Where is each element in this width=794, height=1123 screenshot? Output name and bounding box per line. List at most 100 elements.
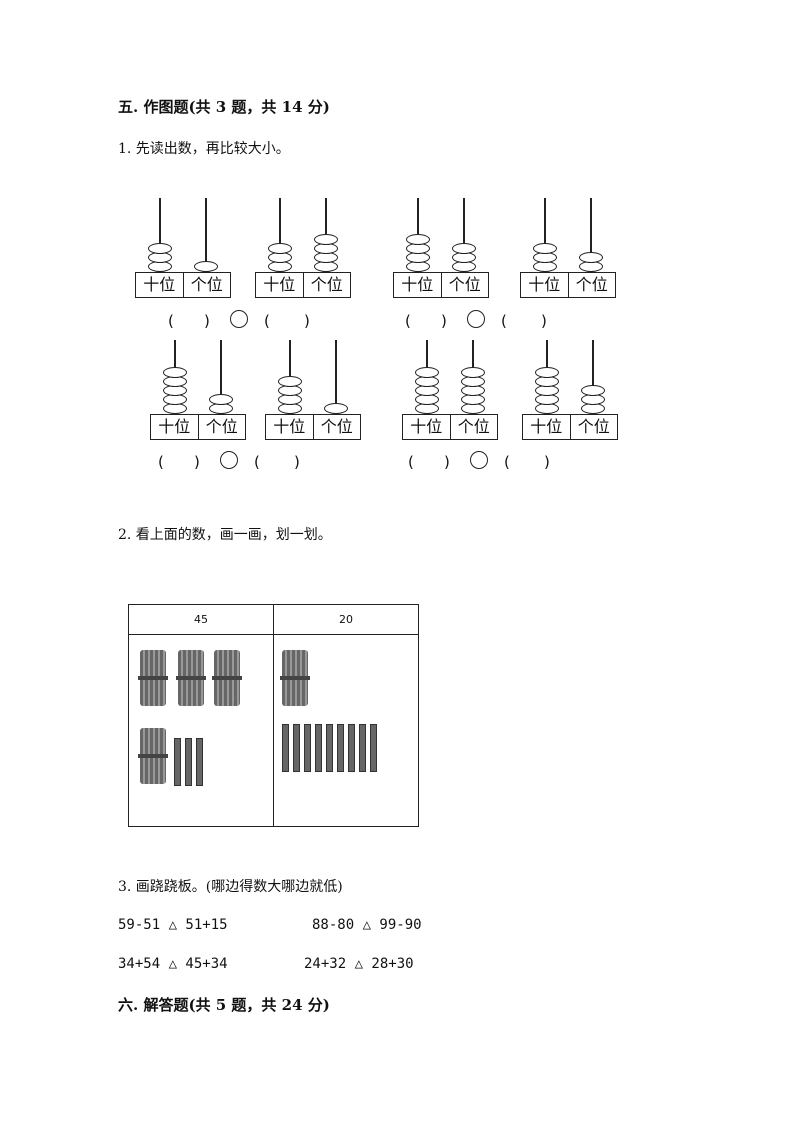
answer-blank-open: ( [405,312,411,330]
place-value-box: 十位个位 [402,414,498,440]
answer-blank-open: ( [408,453,414,471]
bundle-of-ten-icon [212,650,242,706]
bead-tens [268,243,292,254]
answer-blank-close: ) [294,453,300,471]
answer-blank-open: ( [168,312,174,330]
ones-label: 个位 [567,273,616,297]
col-20-header: 20 [273,604,419,635]
place-value-box: 十位个位 [150,414,246,440]
abacus: 十位个位 [522,340,618,440]
answer-blank-open: ( [504,453,510,471]
bundle-of-ten-icon [280,650,310,706]
abacus: 十位个位 [520,198,616,298]
rod-ones [220,340,222,414]
answer-blank-close: ) [204,312,210,330]
answer-blank-close: ) [194,453,200,471]
compare-circle[interactable] [467,310,485,328]
place-value-box: 十位个位 [522,414,618,440]
rod-tens [159,198,161,272]
question-1-prompt: 1. 先读出数，再比较大小。 [118,141,290,157]
tens-label: 十位 [263,275,296,294]
stick-icon [304,724,311,772]
tens-label: 十位 [401,275,434,294]
answer-blank-close: ) [441,312,447,330]
bead-ones [314,234,338,245]
tens-label: 十位 [530,417,563,436]
place-value-box: 十位个位 [393,272,489,298]
bead-tens [148,243,172,254]
tens-label: 十位 [273,417,306,436]
abacus: 十位个位 [255,198,351,298]
place-value-box: 十位个位 [265,414,361,440]
bead-tens [535,367,559,378]
ones-label: 个位 [440,273,489,297]
stick-icon [185,738,192,786]
bead-ones [579,252,603,263]
rod-tens [544,198,546,272]
stick-icon [174,738,181,786]
tens-label: 十位 [528,275,561,294]
stick-icon [326,724,333,772]
answer-blank-open: ( [501,312,507,330]
abacus: 十位个位 [135,198,231,298]
ones-label: 个位 [302,273,351,297]
answer-blank-close: ) [544,453,550,471]
compare-circle[interactable] [470,451,488,469]
stick-icon [370,724,377,772]
ones-label: 个位 [312,415,361,439]
stick-icon [282,724,289,772]
stick-icon [359,724,366,772]
tens-label: 十位 [410,417,443,436]
seesaw-item: 59-51 △ 51+15 [118,917,228,933]
bundle-of-ten-icon [138,728,168,784]
abacus: 十位个位 [393,198,489,298]
answer-blank-close: ) [444,453,450,471]
rod-ones [463,198,465,272]
bead-ones [194,261,218,272]
ones-label: 个位 [569,415,618,439]
section-5-title: 五. 作图题(共 3 题，共 14 分) [118,98,330,116]
stick-icon [315,724,322,772]
stick-icon [196,738,203,786]
ones-label: 个位 [182,273,231,297]
bead-tens [533,243,557,254]
bundle-of-ten-icon [176,650,206,706]
place-value-box: 十位个位 [255,272,351,298]
ones-label: 个位 [197,415,246,439]
bundle-of-ten-icon [138,650,168,706]
answer-blank-open: ( [158,453,164,471]
bead-ones [581,385,605,396]
bead-ones [209,394,233,405]
section-6-title: 六. 解答题(共 5 题，共 24 分) [118,996,330,1014]
rod-tens [279,198,281,272]
place-value-box: 十位个位 [520,272,616,298]
abacus: 十位个位 [150,340,246,440]
bead-tens [415,367,439,378]
bead-ones [452,243,476,254]
question-3-prompt: 3. 画跷跷板。(哪边得数大哪边就低) [118,879,343,895]
abacus: 十位个位 [265,340,361,440]
col-45-header: 45 [128,604,274,635]
answer-blank-open: ( [254,453,260,471]
bead-tens [278,376,302,387]
place-value-box: 十位个位 [135,272,231,298]
stick-icon [293,724,300,772]
tens-label: 十位 [143,275,176,294]
compare-circle[interactable] [220,451,238,469]
bead-ones [324,403,348,414]
rod-ones [335,340,337,414]
bead-tens [406,234,430,245]
seesaw-item: 88-80 △ 99-90 [312,917,422,933]
stick-icon [337,724,344,772]
question-2-prompt: 2. 看上面的数，画一画，划一划。 [118,527,332,543]
abacus: 十位个位 [402,340,498,440]
answer-blank-open: ( [264,312,270,330]
rod-ones [590,198,592,272]
ones-label: 个位 [449,415,498,439]
rod-ones [205,198,207,272]
answer-blank-close: ) [304,312,310,330]
compare-circle[interactable] [230,310,248,328]
bead-tens [163,367,187,378]
rod-ones [592,340,594,414]
